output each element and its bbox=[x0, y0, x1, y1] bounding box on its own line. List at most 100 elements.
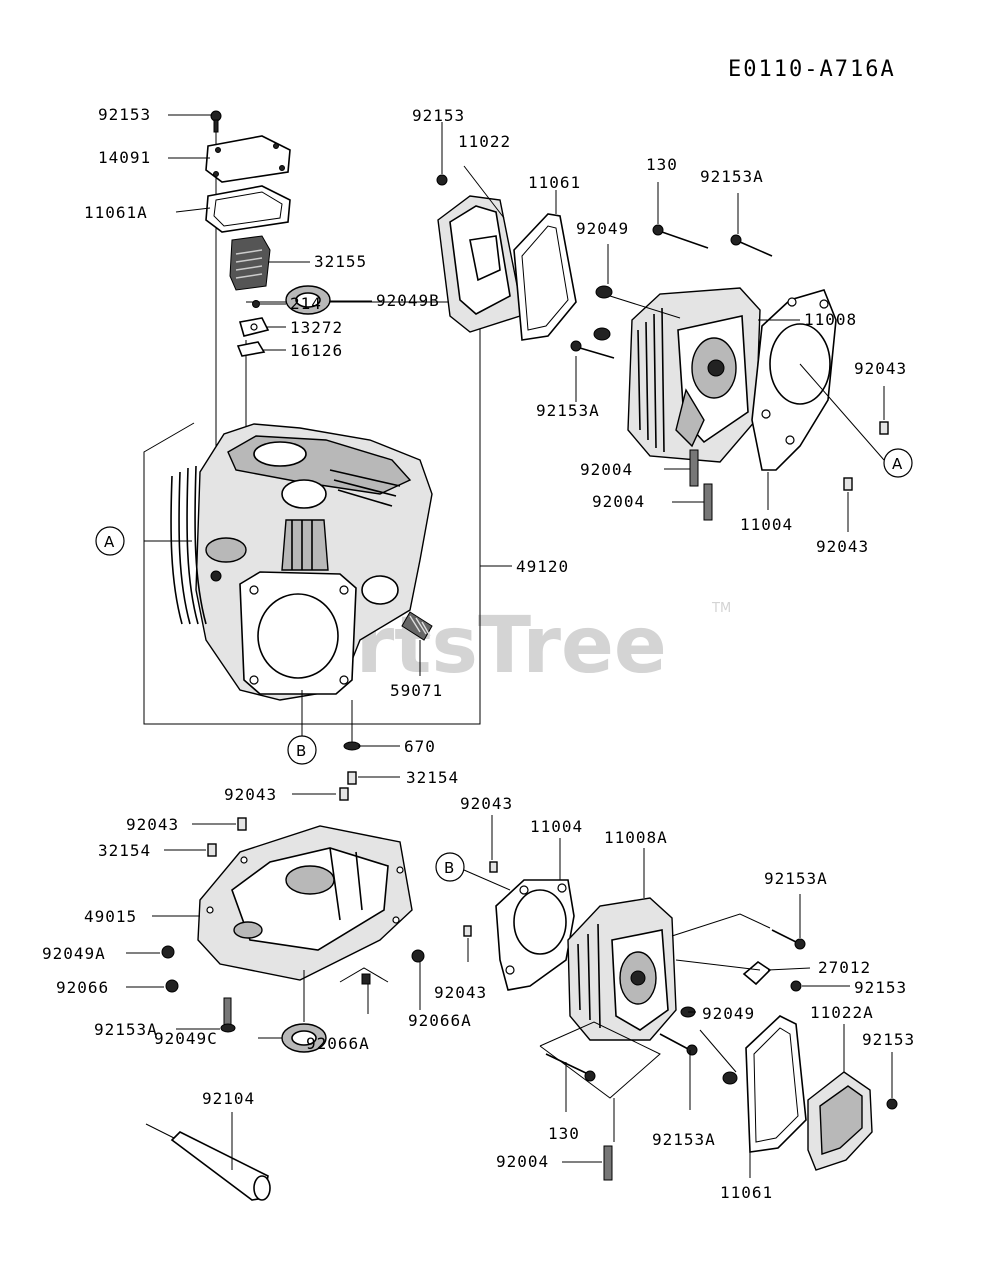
label-92049-top[interactable]: 92049 bbox=[576, 219, 629, 238]
label-11061-bottom[interactable]: 11061 bbox=[720, 1183, 773, 1202]
label-11004-bottom[interactable]: 11004 bbox=[530, 817, 583, 836]
label-92049C[interactable]: 92049C bbox=[154, 1029, 218, 1048]
part-11004-head-gasket-b[interactable] bbox=[495, 879, 575, 991]
label-11061A[interactable]: 11061A bbox=[84, 203, 148, 222]
part-92043-dowel-b[interactable] bbox=[843, 477, 853, 491]
label-49120[interactable]: 49120 bbox=[516, 557, 569, 576]
label-92043-mid[interactable]: 92043 bbox=[816, 537, 869, 556]
label-32155[interactable]: 32155 bbox=[314, 252, 367, 271]
part-92153-bolt-top[interactable] bbox=[436, 122, 448, 186]
part-92153A-bolt-cover[interactable] bbox=[220, 997, 236, 1033]
label-670[interactable]: 670 bbox=[404, 737, 436, 756]
part-92049B-seal[interactable] bbox=[285, 285, 331, 315]
label-92153-br2[interactable]: 92153 bbox=[862, 1030, 915, 1049]
label-92043-top[interactable]: 92043 bbox=[854, 359, 907, 378]
label-92049-bottom[interactable]: 92049 bbox=[702, 1004, 755, 1023]
part-92066A-plug-a[interactable] bbox=[411, 949, 425, 963]
part-92043-dowel-e[interactable] bbox=[489, 861, 498, 873]
part-32154-pin-b[interactable] bbox=[207, 843, 217, 857]
part-27012-bracket[interactable] bbox=[742, 960, 772, 986]
leaders-bottom-left bbox=[126, 776, 421, 1170]
part-92049A-plug[interactable] bbox=[161, 945, 175, 959]
label-27012[interactable]: 27012 bbox=[818, 958, 871, 977]
label-92043-bl1[interactable]: 92043 bbox=[224, 785, 277, 804]
part-32154-pin-a[interactable] bbox=[347, 771, 357, 785]
part-92049C-seal[interactable] bbox=[281, 1023, 327, 1053]
label-92043-bc[interactable]: 92043 bbox=[460, 794, 513, 813]
part-11022-rocker-cover[interactable] bbox=[437, 195, 521, 333]
label-49015[interactable]: 49015 bbox=[84, 907, 137, 926]
label-214[interactable]: 214 bbox=[290, 294, 322, 313]
part-92043-dowel-a[interactable] bbox=[879, 421, 889, 435]
label-92153A-bl[interactable]: 92153A bbox=[94, 1020, 158, 1039]
label-92153[interactable]: 92153 bbox=[98, 105, 151, 124]
label-92004-a[interactable]: 92004 bbox=[580, 460, 633, 479]
label-92104[interactable]: 92104 bbox=[202, 1089, 255, 1108]
label-92043-bc2[interactable]: 92043 bbox=[434, 983, 487, 1002]
label-92049B[interactable]: 92049B bbox=[376, 291, 440, 310]
part-92043-dowel-c[interactable] bbox=[339, 787, 349, 801]
part-92004-stud-b[interactable] bbox=[703, 483, 713, 521]
label-92004-c[interactable]: 92004 bbox=[496, 1152, 549, 1171]
label-92049A[interactable]: 92049A bbox=[42, 944, 106, 963]
part-92049-nut-d[interactable] bbox=[722, 1071, 738, 1085]
part-92004-stud-c[interactable] bbox=[603, 1145, 613, 1181]
label-16126[interactable]: 16126 bbox=[290, 341, 343, 360]
label-32154-b[interactable]: 32154 bbox=[98, 841, 151, 860]
part-92049-nut-b[interactable] bbox=[593, 327, 611, 341]
label-11004-top[interactable]: 11004 bbox=[740, 515, 793, 534]
part-14091-cover[interactable] bbox=[205, 135, 291, 183]
part-92153A-bolt-top[interactable] bbox=[730, 234, 773, 257]
part-92043-dowel-d[interactable] bbox=[237, 817, 247, 831]
label-92066A-b[interactable]: 92066A bbox=[306, 1034, 370, 1053]
part-92004-stud-a[interactable] bbox=[689, 449, 699, 487]
part-11022A-rocker-cover[interactable] bbox=[807, 1071, 873, 1171]
part-49015-crankcase-cover[interactable] bbox=[197, 825, 413, 981]
part-130-bolt-top[interactable] bbox=[652, 224, 709, 249]
label-59071[interactable]: 59071 bbox=[390, 681, 443, 700]
part-92153A-bolt-b3[interactable] bbox=[659, 1033, 698, 1056]
part-59071-spring[interactable] bbox=[401, 611, 433, 641]
label-92043-bl2[interactable]: 92043 bbox=[126, 815, 179, 834]
label-92153-br[interactable]: 92153 bbox=[854, 978, 907, 997]
part-11008A-cylinder-head[interactable] bbox=[567, 897, 677, 1041]
part-92066A-plug-b[interactable] bbox=[361, 973, 371, 985]
part-92049-nut-a[interactable] bbox=[595, 285, 613, 299]
label-11061-top[interactable]: 11061 bbox=[528, 173, 581, 192]
part-92043-dowel-f[interactable] bbox=[463, 925, 472, 937]
part-11008-cylinder-head[interactable] bbox=[627, 287, 761, 463]
part-32155-breather[interactable] bbox=[229, 235, 271, 291]
label-11008A[interactable]: 11008A bbox=[604, 828, 668, 847]
label-130-bottom[interactable]: 130 bbox=[548, 1124, 580, 1143]
part-92153A-bolt-mid[interactable] bbox=[570, 340, 615, 359]
label-11022A[interactable]: 11022A bbox=[810, 1003, 874, 1022]
part-92153-bolt[interactable] bbox=[210, 110, 222, 133]
label-11008[interactable]: 11008 bbox=[804, 310, 857, 329]
label-92153-top[interactable]: 92153 bbox=[412, 106, 465, 125]
part-11061-gasket-bottom[interactable] bbox=[745, 1015, 807, 1153]
label-92153A-br[interactable]: 92153A bbox=[764, 869, 828, 888]
part-92066-plug[interactable] bbox=[165, 979, 179, 993]
label-92066[interactable]: 92066 bbox=[56, 978, 109, 997]
part-214-screw[interactable] bbox=[252, 300, 260, 308]
label-14091[interactable]: 14091 bbox=[98, 148, 151, 167]
part-16126-gasket[interactable] bbox=[236, 341, 266, 357]
part-11061A-gasket[interactable] bbox=[205, 185, 291, 233]
label-92153A-bb[interactable]: 92153A bbox=[652, 1130, 716, 1149]
part-11061-gasket-top[interactable] bbox=[513, 213, 577, 341]
label-11022[interactable]: 11022 bbox=[458, 132, 511, 151]
part-92153A-bolt-b1[interactable] bbox=[771, 929, 806, 950]
label-92153A-mid[interactable]: 92153A bbox=[536, 401, 600, 420]
label-92004-b[interactable]: 92004 bbox=[592, 492, 645, 511]
label-13272[interactable]: 13272 bbox=[290, 318, 343, 337]
label-92066A-a[interactable]: 92066A bbox=[408, 1011, 472, 1030]
part-92153-bolt-b3[interactable] bbox=[886, 1098, 898, 1110]
label-92153A-top[interactable]: 92153A bbox=[700, 167, 764, 186]
part-92153-bolt-b2[interactable] bbox=[790, 980, 802, 992]
part-49120-crankcase[interactable] bbox=[170, 423, 433, 701]
part-670-oring[interactable] bbox=[343, 741, 361, 751]
part-130-bolt-bottom[interactable] bbox=[545, 1053, 596, 1082]
label-130-top[interactable]: 130 bbox=[646, 155, 678, 174]
part-92104-sealant-tube[interactable] bbox=[145, 1123, 271, 1201]
label-32154-a[interactable]: 32154 bbox=[406, 768, 459, 787]
